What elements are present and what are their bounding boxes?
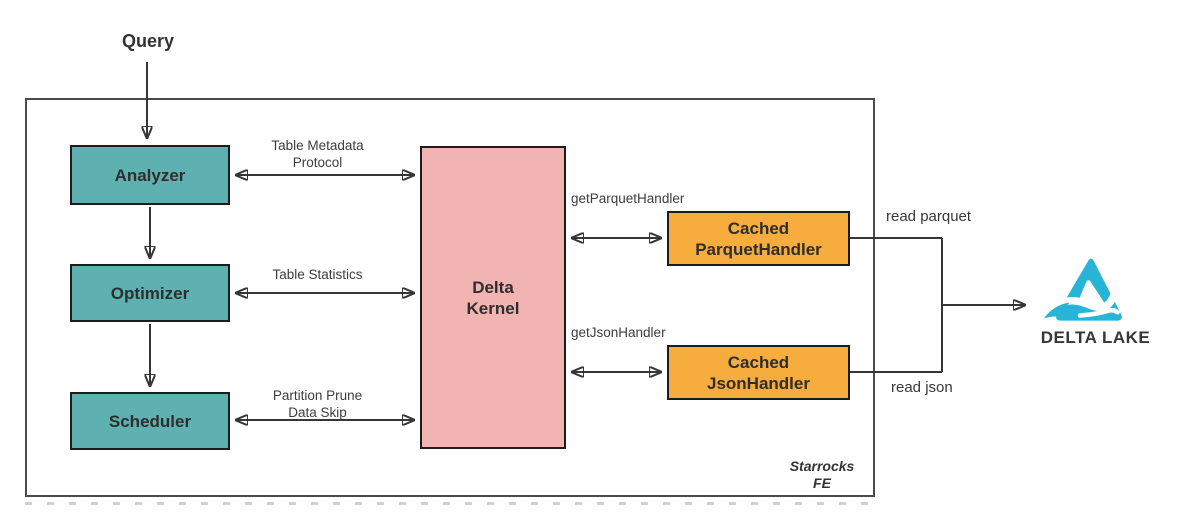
edge-label-partition-prune-data-skip: Partition Prune Data Skip: [240, 387, 395, 421]
logo-wave-lobe: [1044, 302, 1070, 319]
node-cached-json-handler-line1: Cached: [727, 352, 790, 372]
starrocks-fe-label-line2: FE: [813, 475, 831, 491]
delta-lake-logo: DELTA LAKE: [1028, 251, 1163, 348]
node-delta-kernel-label-line2: Kernel: [466, 298, 520, 318]
edge-label-partition-prune-line2: Data Skip: [288, 405, 347, 420]
starrocks-fe-label-line1: Starrocks: [789, 458, 855, 474]
logo-wave-gap-lower: [1077, 307, 1120, 318]
edge-label-read-json: read json: [891, 379, 953, 396]
node-optimizer: Optimizer: [70, 264, 230, 322]
edge-label-table-metadata-protocol: Table Metadata Protocol: [240, 137, 395, 171]
dotted-line-artifact: [25, 502, 877, 505]
delta-lake-wordmark: DELTA LAKE: [1040, 328, 1151, 347]
starrocks-fe-label: Starrocks FE: [757, 458, 887, 492]
node-optimizer-label: Optimizer: [110, 283, 190, 303]
node-cached-json-handler: Cached JsonHandler: [667, 345, 850, 400]
edge-label-partition-prune-line1: Partition Prune: [272, 388, 363, 403]
node-analyzer: Analyzer: [70, 145, 230, 205]
node-analyzer-label: Analyzer: [114, 165, 186, 185]
node-delta-kernel: Delta Kernel: [420, 146, 566, 449]
edge-label-table-metadata-line2: Protocol: [292, 155, 343, 170]
node-scheduler: Scheduler: [70, 392, 230, 450]
logo-triangle-cutout: [1078, 280, 1107, 309]
node-scheduler-label: Scheduler: [108, 411, 192, 431]
delta-lake-triangle-icon: [1032, 258, 1122, 326]
node-cached-parquet-handler-line1: Cached: [727, 218, 790, 238]
edge-label-get-json-handler: getJsonHandler: [571, 325, 666, 340]
edge-label-read-parquet: read parquet: [886, 208, 972, 225]
node-cached-parquet-handler: Cached ParquetHandler: [667, 211, 850, 266]
starrocks-fe-container: [25, 98, 875, 497]
edge-label-table-statistics: Table Statistics: [272, 267, 363, 282]
node-cached-parquet-handler-line2: ParquetHandler: [695, 239, 822, 259]
edge-label-get-parquet-handler: getParquetHandler: [571, 191, 685, 206]
query-label: Query: [121, 31, 175, 51]
node-cached-json-handler-line2: JsonHandler: [707, 373, 810, 393]
node-delta-kernel-label-line1: Delta: [472, 277, 514, 297]
edge-label-table-metadata-line1: Table Metadata: [271, 138, 364, 153]
